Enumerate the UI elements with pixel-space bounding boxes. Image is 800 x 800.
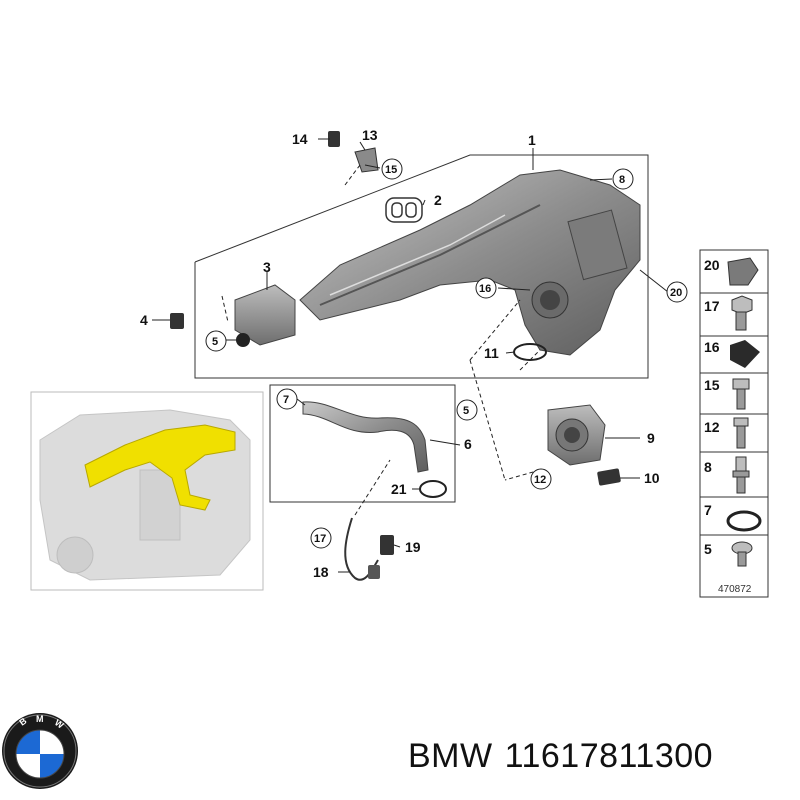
caption-brand: BMW: [408, 737, 493, 775]
sensor-part-10: [597, 468, 621, 486]
stud-bolt-icon: [732, 456, 750, 494]
legend-label-7: 7: [704, 502, 712, 518]
sensor-part-14: [328, 131, 340, 147]
engine-thumbnail: [39, 409, 251, 581]
callout-19: 19: [405, 539, 421, 555]
legend-label-12: 12: [704, 419, 720, 435]
o-ring-icon: [726, 510, 762, 532]
callout-8: 8: [619, 174, 625, 186]
callout-11: 11: [484, 345, 499, 361]
sensor-cable-part-18: [344, 517, 394, 581]
legend-label-5: 5: [704, 541, 712, 557]
dashed-connectors: [221, 164, 541, 516]
circled-callout-labels: 8 5 16 20 15 7 5 12 17: [212, 164, 682, 545]
legend-label-16: 16: [704, 339, 720, 355]
grommet-icon: [730, 340, 760, 368]
bolt-icon: [732, 378, 750, 410]
legend-label-8: 8: [704, 459, 712, 475]
sensor-part-4: [170, 313, 184, 329]
main-assembly-frame: [194, 154, 649, 379]
callout-15: 15: [385, 164, 397, 176]
caption-part-number: 11617811300: [504, 737, 714, 775]
legend: 20 17 16 15 12 8 7 5: [700, 257, 768, 595]
callout-17: 17: [314, 533, 326, 545]
callout-18: 18: [313, 564, 329, 580]
intake-manifold: [299, 169, 641, 356]
circled-callouts: [205, 158, 688, 549]
callout-labels: 1 2 3 4 6 9 10 11 13 14 18 19 21: [140, 127, 660, 580]
legend-label-15: 15: [704, 377, 720, 393]
callout-2: 2: [434, 192, 442, 208]
throttle-body-part-9: [547, 404, 606, 466]
callout-12: 12: [534, 474, 546, 486]
callout-1: 1: [528, 132, 536, 148]
callout-13: 13: [362, 127, 378, 143]
callout-14: 14: [292, 131, 308, 147]
leader-lines: [152, 138, 669, 573]
long-bolt-icon: [733, 417, 749, 449]
o-ring-part-11: [513, 343, 547, 361]
callout-9: 9: [647, 430, 655, 446]
bmw-logo: B M W: [2, 713, 78, 789]
egr-pipe-part-6: [302, 401, 429, 473]
legend-label-20: 20: [704, 257, 720, 273]
callout-3: 3: [263, 259, 271, 275]
o-ring-part-21: [419, 480, 447, 498]
legend-label-17: 17: [704, 298, 720, 314]
callout-10: 10: [644, 470, 660, 486]
actuator-part-3: [234, 284, 296, 347]
clip-icon: [727, 257, 759, 286]
callout-7: 7: [283, 394, 289, 406]
egr-pipe-frame: [269, 384, 456, 503]
bolt-icon: [731, 295, 753, 331]
callout-5: 5: [212, 336, 218, 348]
callout-5-egr: 5: [463, 405, 469, 417]
svg-text:B: B: [17, 715, 28, 727]
screw-icon: [731, 541, 753, 567]
part-caption: BMW 11617811300: [408, 737, 725, 776]
gasket-part-2: [385, 197, 423, 223]
callout-20: 20: [670, 287, 682, 299]
callout-21: 21: [391, 481, 407, 497]
sensor-part-13: [354, 147, 379, 173]
svg-text:M: M: [36, 714, 44, 724]
callout-16: 16: [479, 283, 491, 295]
legend-frame: [699, 249, 769, 598]
callout-6: 6: [464, 436, 472, 452]
engine-thumbnail-frame: [30, 391, 264, 591]
reference-number: 470872: [718, 584, 752, 595]
callout-4: 4: [140, 312, 148, 328]
